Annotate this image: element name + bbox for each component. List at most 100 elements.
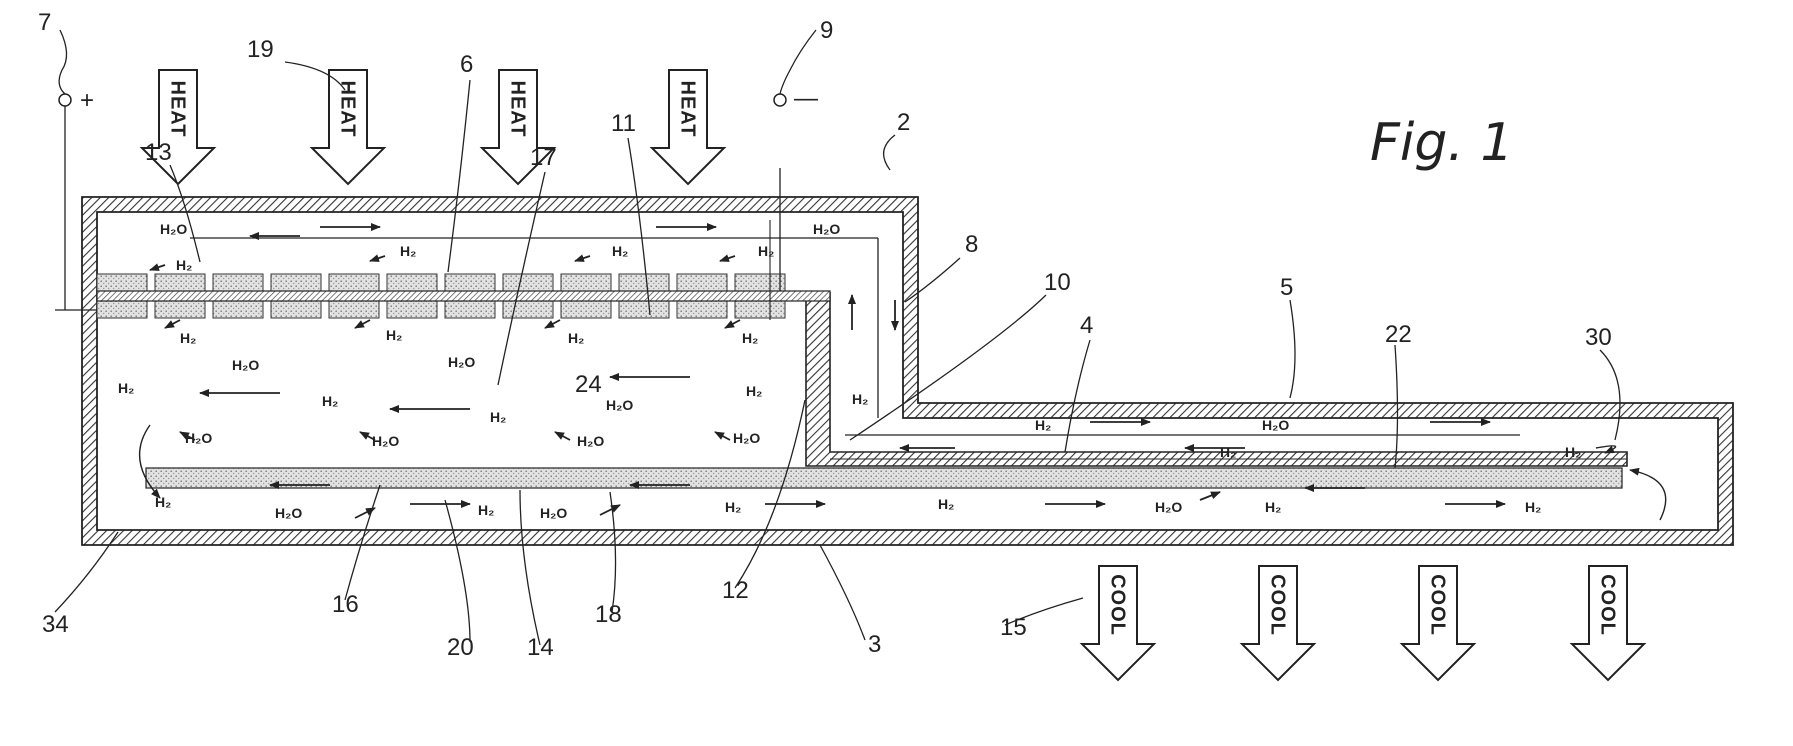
heat-arrow: HEAT <box>142 70 214 184</box>
hydrogen-label: H₂ <box>1220 444 1236 460</box>
electrode-block <box>97 274 147 291</box>
water-label: H₂O <box>540 505 567 521</box>
reference-numeral-18: 18 <box>595 601 622 628</box>
reference-numeral-5: 5 <box>1280 274 1293 301</box>
species-arrow <box>725 320 740 328</box>
species-arrow <box>545 320 560 328</box>
hydrogen-label: H₂ <box>1265 499 1281 515</box>
hydrogen-label: H₂ <box>478 502 494 518</box>
terminal-negative: — <box>774 85 818 112</box>
electrode-block <box>271 274 321 291</box>
species-arrow <box>720 256 735 261</box>
reference-numeral-10: 10 <box>1044 269 1071 296</box>
species-arrow <box>370 256 385 261</box>
electrode-block <box>503 274 553 291</box>
electrode-block <box>735 301 785 318</box>
reference-numeral-2: 2 <box>897 109 910 136</box>
cool-arrow: COOL <box>1572 566 1644 680</box>
electrode-block <box>503 301 553 318</box>
reference-numeral-20: 20 <box>447 634 474 661</box>
hydrogen-label: H₂ <box>118 380 134 396</box>
water-label: H₂O <box>232 357 259 373</box>
svg-text:—: — <box>794 85 818 112</box>
heat-arrow-label: HEAT <box>677 81 699 138</box>
cool-arrow: COOL <box>1402 566 1474 680</box>
hydrogen-label: H₂ <box>1035 417 1051 433</box>
water-label: H₂O <box>372 433 399 449</box>
water-label: H₂O <box>160 221 187 237</box>
hydrogen-label: H₂ <box>1525 499 1541 515</box>
hydrogen-label: H₂ <box>322 393 338 409</box>
electrode-blocks-bottom <box>97 301 785 318</box>
electrode-block <box>213 301 263 318</box>
electrode-block <box>735 274 785 291</box>
stippled-channel <box>146 468 1622 488</box>
electrode-block <box>445 274 495 291</box>
heat-arrow: HEAT <box>652 70 724 184</box>
electrode-block <box>387 301 437 318</box>
electrode-block <box>619 274 669 291</box>
leader-line <box>59 30 66 94</box>
electrode-block <box>271 301 321 318</box>
water-label: H₂O <box>448 354 475 370</box>
heat-arrows: HEATHEATHEATHEAT <box>142 70 724 184</box>
reference-numeral-19: 19 <box>247 36 274 63</box>
flow-path-lines <box>65 106 1520 435</box>
electrode-block <box>97 301 147 318</box>
reference-numeral-6: 6 <box>460 51 473 78</box>
heat-arrow: HEAT <box>312 70 384 184</box>
housing-outer-wall <box>82 197 1733 545</box>
reference-numeral-12: 12 <box>722 577 749 604</box>
electrode-block <box>155 274 205 291</box>
species-arrow <box>355 320 370 328</box>
hydrogen-label: H₂ <box>852 391 868 407</box>
water-label: H₂O <box>185 430 212 446</box>
reference-numeral-11: 11 <box>611 110 636 137</box>
water-label: H₂O <box>275 505 302 521</box>
leader-line <box>820 545 865 640</box>
electrode-block <box>213 274 263 291</box>
reference-numeral-34: 34 <box>42 611 69 638</box>
hydrogen-label: H₂ <box>490 409 506 425</box>
electrode-block <box>677 301 727 318</box>
species-arrow <box>715 432 730 440</box>
cool-arrows: COOLCOOLCOOLCOOL <box>1082 566 1644 680</box>
hydrogen-label: H₂ <box>180 330 196 346</box>
reference-numeral-7: 7 <box>38 9 51 36</box>
reference-numeral-17: 17 <box>530 144 557 171</box>
reference-numeral-14: 14 <box>527 634 554 661</box>
electrode-block <box>329 274 379 291</box>
hydrogen-label: H₂ <box>400 243 416 259</box>
hydrogen-label: H₂ <box>568 330 584 346</box>
hydrogen-label: H₂ <box>1565 444 1581 460</box>
water-label: H₂O <box>813 221 840 237</box>
leader-line <box>520 490 540 645</box>
heat-arrow-label: HEAT <box>337 81 359 138</box>
reference-numeral-8: 8 <box>965 231 978 258</box>
reference-numeral-3: 3 <box>868 631 881 658</box>
hydrogen-label: H₂ <box>612 243 628 259</box>
hydrogen-label: H₂ <box>155 494 171 510</box>
electrode-block <box>677 274 727 291</box>
leader-line <box>884 135 895 170</box>
terminal-positive: + <box>59 87 94 114</box>
electrode-block <box>329 301 379 318</box>
electrode-block <box>561 301 611 318</box>
hydrogen-label: H₂ <box>386 327 402 343</box>
reference-numeral-9: 9 <box>820 17 833 44</box>
electrode-block <box>387 274 437 291</box>
reference-numeral-24: 24 <box>575 371 602 398</box>
electrode-block <box>561 274 611 291</box>
cool-arrow-label: COOL <box>1597 574 1619 636</box>
reference-numeral-16: 16 <box>332 591 359 618</box>
electrode-block <box>619 301 669 318</box>
species-arrow <box>165 320 180 328</box>
heat-arrow-label: HEAT <box>167 81 189 138</box>
inner-partition-wall <box>806 293 1627 466</box>
electrode-block <box>155 301 205 318</box>
reference-numeral-13: 13 <box>145 139 172 166</box>
species-arrow <box>150 265 165 270</box>
species-arrow <box>600 505 620 515</box>
